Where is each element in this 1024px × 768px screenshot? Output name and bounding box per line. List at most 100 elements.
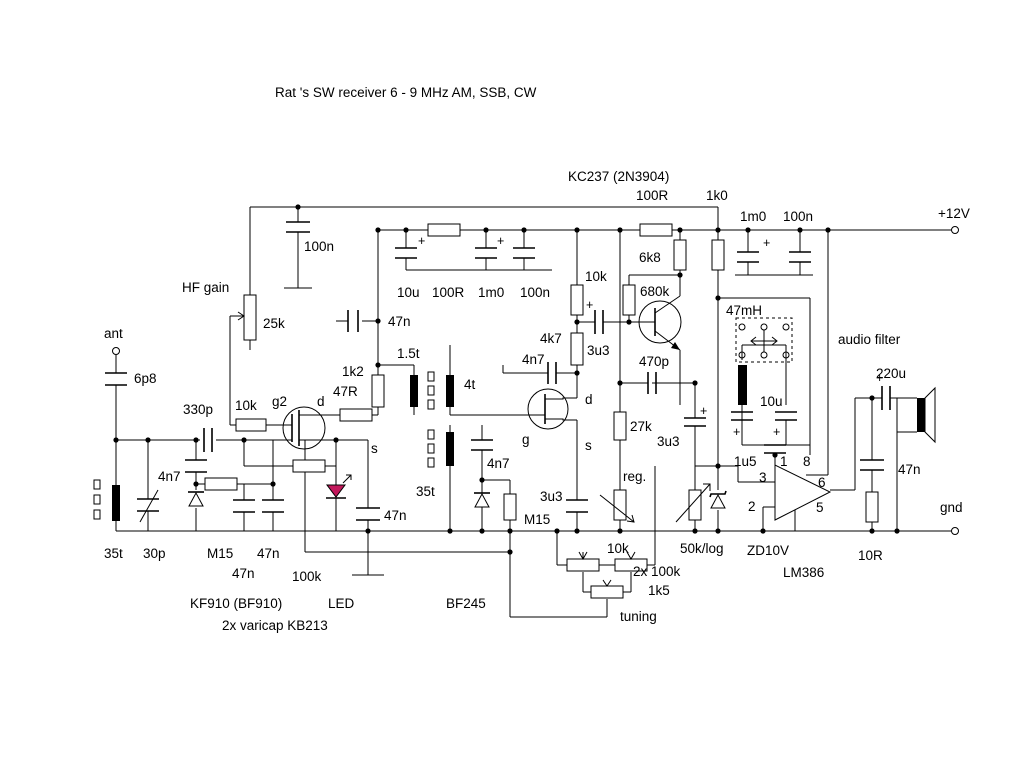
label-zener: ZD10V [747,543,789,558]
label-reg: reg. [623,469,646,484]
value-1m0-amp: 1m0 [740,209,766,224]
label-pin-s1: s [371,441,378,456]
res-100r-supply [639,223,673,237]
value-1k2: 1k2 [342,364,364,379]
label-hf-gain: HF gain [182,280,229,295]
label-pin-2: 2 [748,499,756,514]
label-pin-1: 1 [780,454,788,469]
value-47mh: 47mH [726,303,762,318]
gnd-terminal [951,527,959,535]
cap-47n-source [356,507,380,521]
label-q2: BF245 [446,596,486,611]
value-10r: 10R [858,548,883,563]
label-ant: ant [104,326,123,341]
res-10k-gate [235,418,267,432]
cap-47n-left-a [233,499,255,513]
label-1-5t: 1.5t [397,346,420,361]
amp-lm386 [774,464,832,521]
value-220u: 220u [876,366,906,381]
audio-filter-switch [735,317,793,363]
cap-1m0-decoupling: + [475,234,504,259]
value-4k7: 4k7 [540,331,562,346]
bjt-kc237 [638,295,682,351]
cap-10u-filter-b: + [773,411,797,439]
value-100n-amp: 100n [783,209,813,224]
cap-3u3-source [566,499,588,513]
label-pin-8: 8 [803,454,811,469]
value-10k-gate: 10k [235,398,257,413]
ant-terminal [112,347,120,355]
value-1u5: 1u5 [734,454,757,469]
svg-text:+: + [586,298,593,312]
svg-text:+: + [733,425,740,439]
cap-1u5 [764,444,786,454]
value-10u-filter: 10u [760,394,783,409]
value-1k5: 1k5 [648,583,670,598]
trimmer-30p [137,489,159,523]
svg-text:+: + [700,404,707,418]
label-pin-g: g [522,432,530,447]
cap-47n-output [860,459,884,471]
inductor-47mh [738,365,747,405]
coil-1-5t [410,375,418,407]
cap-330p [203,428,213,452]
cap-3u3-base: + [586,298,604,334]
pot-25k [230,294,257,341]
value-47n-left-a: 47n [232,566,255,581]
res-4k7 [570,332,584,366]
value-470p: 470p [639,354,669,369]
svg-text:+: + [497,234,504,248]
value-3u3-emitter: 3u3 [657,434,680,449]
pot-tuning-dual [566,551,648,599]
varicap-left [188,491,204,507]
res-1k0 [711,239,725,271]
value-4n7-central: 4n7 [487,456,510,471]
schematic-title: Rat 's SW receiver 6 - 9 MHz AM, SSB, CW [275,85,537,100]
label-varicaps: 2x varicap KB213 [222,618,328,633]
label-pin-s2: s [585,438,592,453]
terminals [112,226,959,535]
cap-47n-left-b [262,499,284,513]
v12-terminal [951,226,959,234]
res-100k [292,459,326,473]
zener-zd10v [709,490,727,509]
value-330p: 330p [183,402,213,417]
label-q1: KF910 (BF910) [190,596,282,611]
value-4n7-left: 4n7 [158,469,181,484]
res-1k2 [371,374,385,408]
value-100r-decoupling: 100R [432,285,465,300]
value-m15-left: M15 [207,546,233,561]
mosfet-kf910 [282,406,326,450]
coil-former [427,371,435,468]
res-100r-decoupling [427,223,461,237]
coil-35t-input [93,479,120,521]
cap-47n-horiz [336,310,359,332]
res-680k [622,284,636,316]
value-3u3-base: 3u3 [587,343,610,358]
value-47r: 47R [333,384,358,399]
svg-text:+: + [876,371,883,385]
jfet-bf245 [525,388,577,430]
value-4n7-gate: 4n7 [522,352,545,367]
res-6k8 [673,239,687,271]
label-pin-6: 6 [818,475,826,490]
cap-100n-amp [789,251,811,263]
value-6k8: 6k8 [639,250,661,265]
value-3u3-source: 3u3 [540,489,563,504]
value-10u-decoupling: 10u [397,285,420,300]
value-47n-left-b: 47n [257,546,280,561]
value-47n-output: 47n [898,462,921,477]
label-amp: LM386 [783,565,824,580]
res-47r [339,408,373,422]
cap-1m0-amp: + [737,236,770,263]
value-680k: 680k [640,284,670,299]
res-10r [865,491,879,523]
value-30p: 30p [143,546,166,561]
value-10k-tuning: 10k [607,541,629,556]
label-pin-d2: d [585,392,593,407]
label-audio-filter: audio filter [838,332,901,347]
pot-reg [599,489,635,523]
label-pin-3: 3 [759,470,767,485]
value-47n-horiz: 47n [388,314,411,329]
